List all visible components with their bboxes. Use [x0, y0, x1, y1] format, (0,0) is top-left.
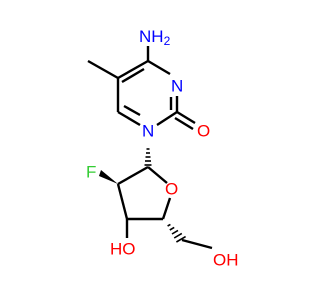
hydroxyl-5prime-label: OH	[213, 251, 239, 270]
sugar-ring-oxygen-label: O	[165, 180, 178, 199]
bond-c4-c5-inner	[121, 67, 145, 84]
bond-c4prime-o4	[161, 197, 172, 220]
atom-label-layer: NH2 N N O F O HO OH	[86, 27, 239, 270]
bond-c6-n1	[117, 110, 141, 127]
bond-n1-c1prime-hashed	[144, 148, 152, 166]
bond-c4-c5	[117, 59, 149, 80]
bond-n1-c2	[156, 110, 178, 127]
ring-nitrogen-3-label: N	[171, 77, 183, 96]
bond-c4prime-c5prime-hashed	[167, 223, 187, 243]
bond-c1prime-o4	[147, 166, 168, 184]
carbonyl-oxygen-label: O	[197, 122, 210, 141]
ring-nitrogen-1-label: N	[142, 122, 154, 141]
bond-c6-n1-inner	[123, 104, 141, 117]
bond-c5prime-hydroxyl	[181, 238, 213, 250]
bond-layer	[87, 46, 213, 250]
fluorine-label: F	[86, 163, 96, 182]
bond-c2-carbonyl	[176, 110, 196, 125]
molecule-structure-diagram: NH2 N N O F O HO OH	[86, 27, 239, 270]
bond-c2prime-fluorine-wedge	[99, 170, 118, 184]
bond-c2prime-c3prime	[116, 183, 129, 220]
amino-group-label: NH2	[139, 27, 171, 49]
bond-c1prime-c2prime	[117, 165, 149, 186]
hydroxyl-3prime-label: HO	[110, 240, 136, 259]
bond-c2-carbonyl-2	[174, 116, 194, 131]
bond-c5-methyl	[87, 59, 119, 80]
bond-c4-n3	[147, 59, 171, 76]
